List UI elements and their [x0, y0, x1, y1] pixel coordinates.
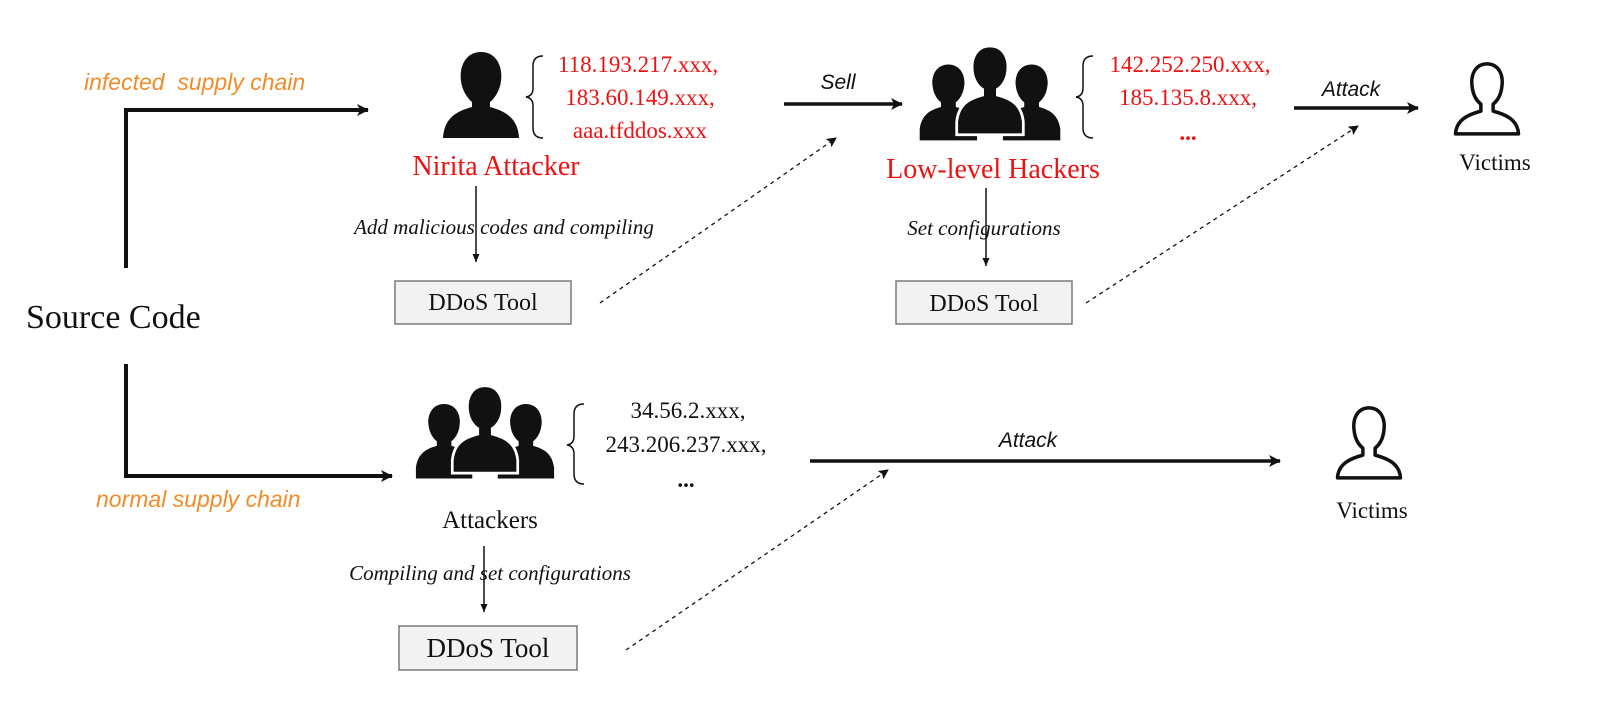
nirita-ip-3: aaa.tfddos.xxx — [573, 118, 708, 143]
top-attack-label: Attack — [1320, 78, 1382, 101]
ddos-tool-box-2 — [895, 280, 1073, 325]
ddos-tool-box-3 — [398, 625, 578, 671]
low-level-hackers-label: Low-level Hackers — [886, 154, 1100, 185]
low-level-hackers-icon — [918, 44, 1062, 142]
ddos-tool-box-1 — [394, 280, 572, 325]
bottom-attack-label: Attack — [997, 429, 1059, 452]
attackers-ip-1: 34.56.2.xxx, — [631, 398, 746, 423]
attackers-ip-2: 243.206.237.xxx, — [606, 432, 767, 457]
bottom-victim-icon — [1335, 406, 1403, 480]
infected-chain-arrow — [124, 104, 369, 268]
hackers-ip-brace-icon — [1075, 55, 1094, 139]
nirita-attacker-label: Nirita Attacker — [412, 151, 580, 182]
normal-chain-arrow — [124, 364, 393, 482]
hackers-step-label: Set configurations — [907, 216, 1060, 240]
infected-chain-label: infected supply chain — [84, 69, 305, 95]
top-victim-icon — [1453, 62, 1521, 136]
tool2-attack-dashed-arrow — [1085, 125, 1359, 304]
hackers-ip-2: 185.135.8.xxx, — [1119, 85, 1257, 110]
ddos-tool-label-1: DDoS Tool — [428, 290, 538, 316]
attackers-ip-3: ... — [677, 467, 694, 492]
attackers-ip-brace-icon — [566, 403, 585, 485]
source-code-label: Source Code — [26, 299, 201, 336]
ddos-tool-label-3: DDoS Tool — [427, 633, 550, 663]
ddos-tool-label-2: DDoS Tool — [929, 291, 1039, 317]
nirita-attacker-icon — [443, 52, 519, 138]
normal-chain-label: normal supply chain — [96, 486, 301, 512]
sell-label: Sell — [820, 71, 856, 94]
hackers-ip-3: ... — [1179, 120, 1196, 145]
nirita-step-label: Add malicious codes and compiling — [352, 215, 654, 239]
attackers-label: Attackers — [442, 507, 538, 534]
top-victims-label: Victims — [1459, 150, 1530, 175]
nirita-ip-1: 118.193.217.xxx, — [558, 52, 718, 77]
attackers-group-icon — [414, 384, 556, 480]
nirita-ip-2: 183.60.149.xxx, — [565, 85, 715, 110]
bottom-victims-label: Victims — [1336, 498, 1407, 523]
tool3-attack-dashed-arrow — [625, 469, 889, 651]
hackers-ip-1: 142.252.250.xxx, — [1110, 52, 1271, 77]
attackers-step-label: Compiling and set configurations — [349, 561, 631, 585]
nirita-ip-brace-icon — [525, 55, 544, 139]
